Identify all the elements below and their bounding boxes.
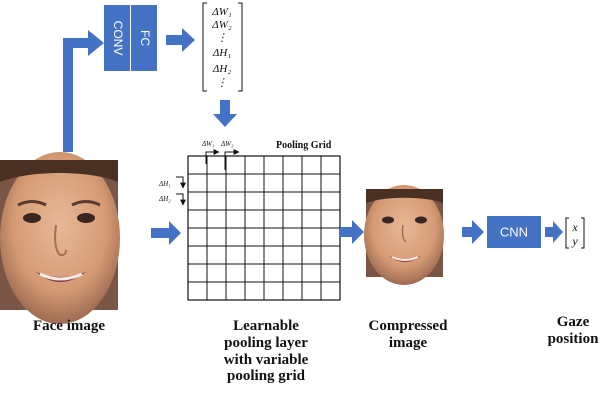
face-image-caption: Face image (14, 318, 124, 335)
param-vector-item: ΔH₁ (212, 47, 231, 59)
fc-block: FC (131, 5, 157, 71)
gaze-y: y (571, 234, 578, 248)
caption-line: Learnable (233, 318, 299, 334)
cnn-label: CNN (500, 224, 528, 239)
param-vector-item: ΔW₂ (211, 19, 232, 31)
caption-line: Face image (32, 318, 106, 334)
param-vector-item: ΔH₂ (212, 63, 231, 75)
conv-label: CONV (111, 21, 125, 56)
pooling-layer-caption: Learnable pooling layer with variable po… (196, 318, 336, 385)
caption-line: pooling layer (224, 334, 308, 351)
caption-line: Compressed (368, 318, 448, 334)
gaze-x: x (571, 220, 578, 234)
pooling-grid (187, 155, 341, 301)
fc-to-vector-arrow (166, 28, 195, 52)
caption-line: pooling grid (227, 368, 305, 385)
face-to-grid-arrow (151, 221, 181, 245)
caption-line: with variable (223, 351, 309, 368)
grid-h1-label: ΔH₁ (158, 180, 171, 188)
caption-line: image (388, 334, 428, 351)
grid-to-compressed-arrow (340, 220, 364, 244)
face-image (0, 152, 120, 324)
param-vector-item: ⋮ (217, 32, 228, 44)
compressed-image-caption: Compressed image (350, 318, 466, 352)
caption-line: Gaze (556, 314, 590, 330)
cnn-block: CNN (487, 216, 541, 248)
grid-h2-label: ΔH₂ (158, 195, 171, 203)
pooling-grid-title: Pooling Grid (276, 140, 332, 151)
gaze-position-caption: Gaze position (538, 314, 608, 348)
param-vector: ΔW₁ ΔW₂ ⋮ ΔH₁ ΔH₂ ⋮ (202, 2, 243, 92)
cnn-to-output-arrow (545, 221, 563, 243)
face-to-conv-arrow (63, 30, 104, 152)
param-vector-item: ⋮ (217, 77, 228, 89)
grid-width-step-markers (205, 149, 240, 170)
compressed-image (364, 185, 444, 285)
gaze-output-vector: x y (565, 217, 585, 249)
fc-label: FC (138, 30, 152, 46)
param-vector-item: ΔW₁ (211, 6, 232, 18)
grid-height-step-markers (176, 176, 186, 206)
conv-block: CONV (104, 5, 130, 71)
grid-w1-label: ΔW₁ (201, 140, 214, 148)
compressed-to-cnn-arrow (462, 220, 484, 244)
caption-line: position (547, 330, 599, 347)
grid-w2-label: ΔW₂ (220, 140, 234, 148)
vector-to-grid-arrow (213, 100, 237, 127)
